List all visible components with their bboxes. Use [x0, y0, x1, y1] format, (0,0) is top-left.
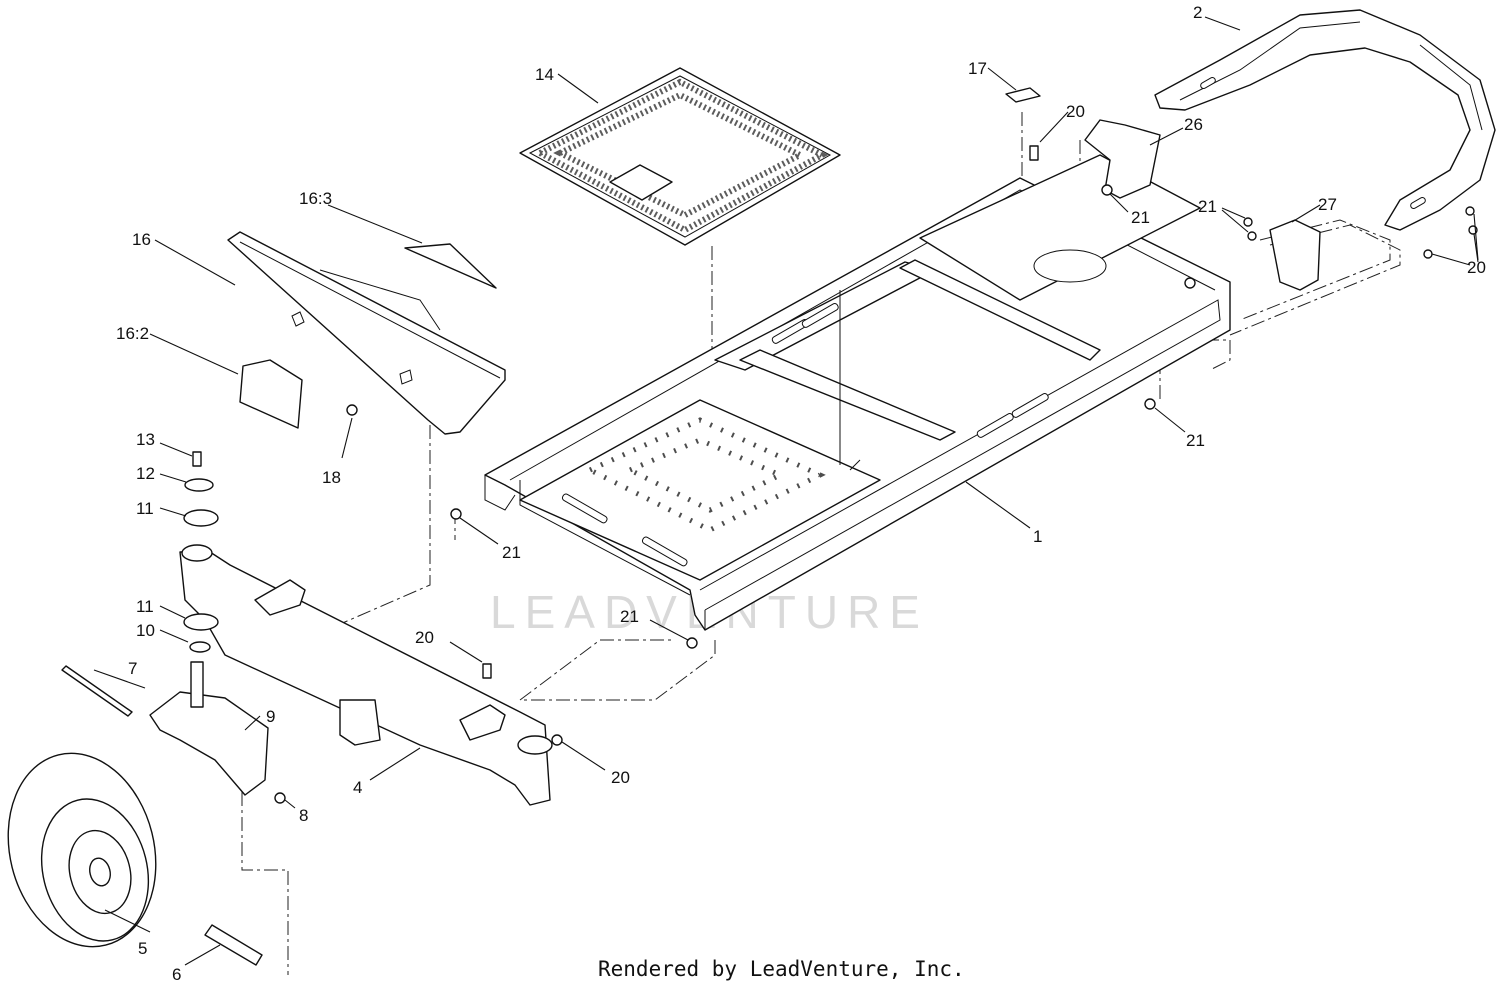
callout-1: 1	[1033, 527, 1042, 546]
callout-27: 27	[1318, 195, 1337, 214]
seat-mat-grid	[533, 78, 829, 234]
seat-mat	[519, 67, 841, 246]
callout-20-axle: 20	[415, 628, 434, 647]
callout-11-lower: 11	[136, 597, 154, 616]
callout-20-axle-right: 20	[611, 768, 630, 787]
callouts: 1 2 4 5 6 7 8 9 10 11 11 12 13 14 16 16:…	[116, 3, 1486, 984]
front-axle	[179, 544, 553, 806]
caster-fork	[149, 661, 269, 796]
callout-7: 7	[128, 659, 137, 678]
callout-18: 18	[322, 468, 341, 487]
leader-lines	[93, 16, 1479, 966]
callout-17: 17	[968, 59, 987, 78]
callout-21-frame-right: 21	[1186, 431, 1205, 450]
rops-bar	[1154, 9, 1496, 231]
callout-12: 12	[136, 464, 155, 483]
callout-21-frame-left: 21	[502, 543, 521, 562]
callout-16: 16	[132, 230, 151, 249]
main-frame	[484, 154, 1231, 631]
front-wheel	[7, 752, 157, 948]
callout-26: 26	[1184, 115, 1203, 134]
control-panel	[227, 231, 506, 435]
callout-9: 9	[266, 707, 275, 726]
hardware	[61, 87, 1478, 804]
callout-13: 13	[136, 430, 155, 449]
callout-10: 10	[136, 621, 155, 640]
callout-21-frame-front: 21	[620, 607, 639, 626]
callout-11-upper: 11	[136, 499, 154, 518]
footer-credit: Rendered by LeadVenture, Inc.	[598, 957, 965, 981]
callout-20-top: 20	[1066, 102, 1085, 121]
callout-14: 14	[535, 65, 554, 84]
callout-16-3: 16:3	[299, 189, 332, 208]
callout-20-rops: 20	[1467, 258, 1486, 277]
callout-5: 5	[138, 939, 147, 958]
callout-21-rops: 21	[1198, 197, 1217, 216]
callout-2: 2	[1193, 3, 1202, 22]
callout-21-bracket: 21	[1131, 208, 1150, 227]
callout-8: 8	[299, 806, 308, 825]
floor-hole-pattern	[584, 417, 826, 533]
callout-6: 6	[172, 965, 181, 984]
spacer-tube	[204, 924, 263, 966]
callout-4: 4	[353, 778, 362, 797]
callout-16-2: 16:2	[116, 324, 149, 343]
